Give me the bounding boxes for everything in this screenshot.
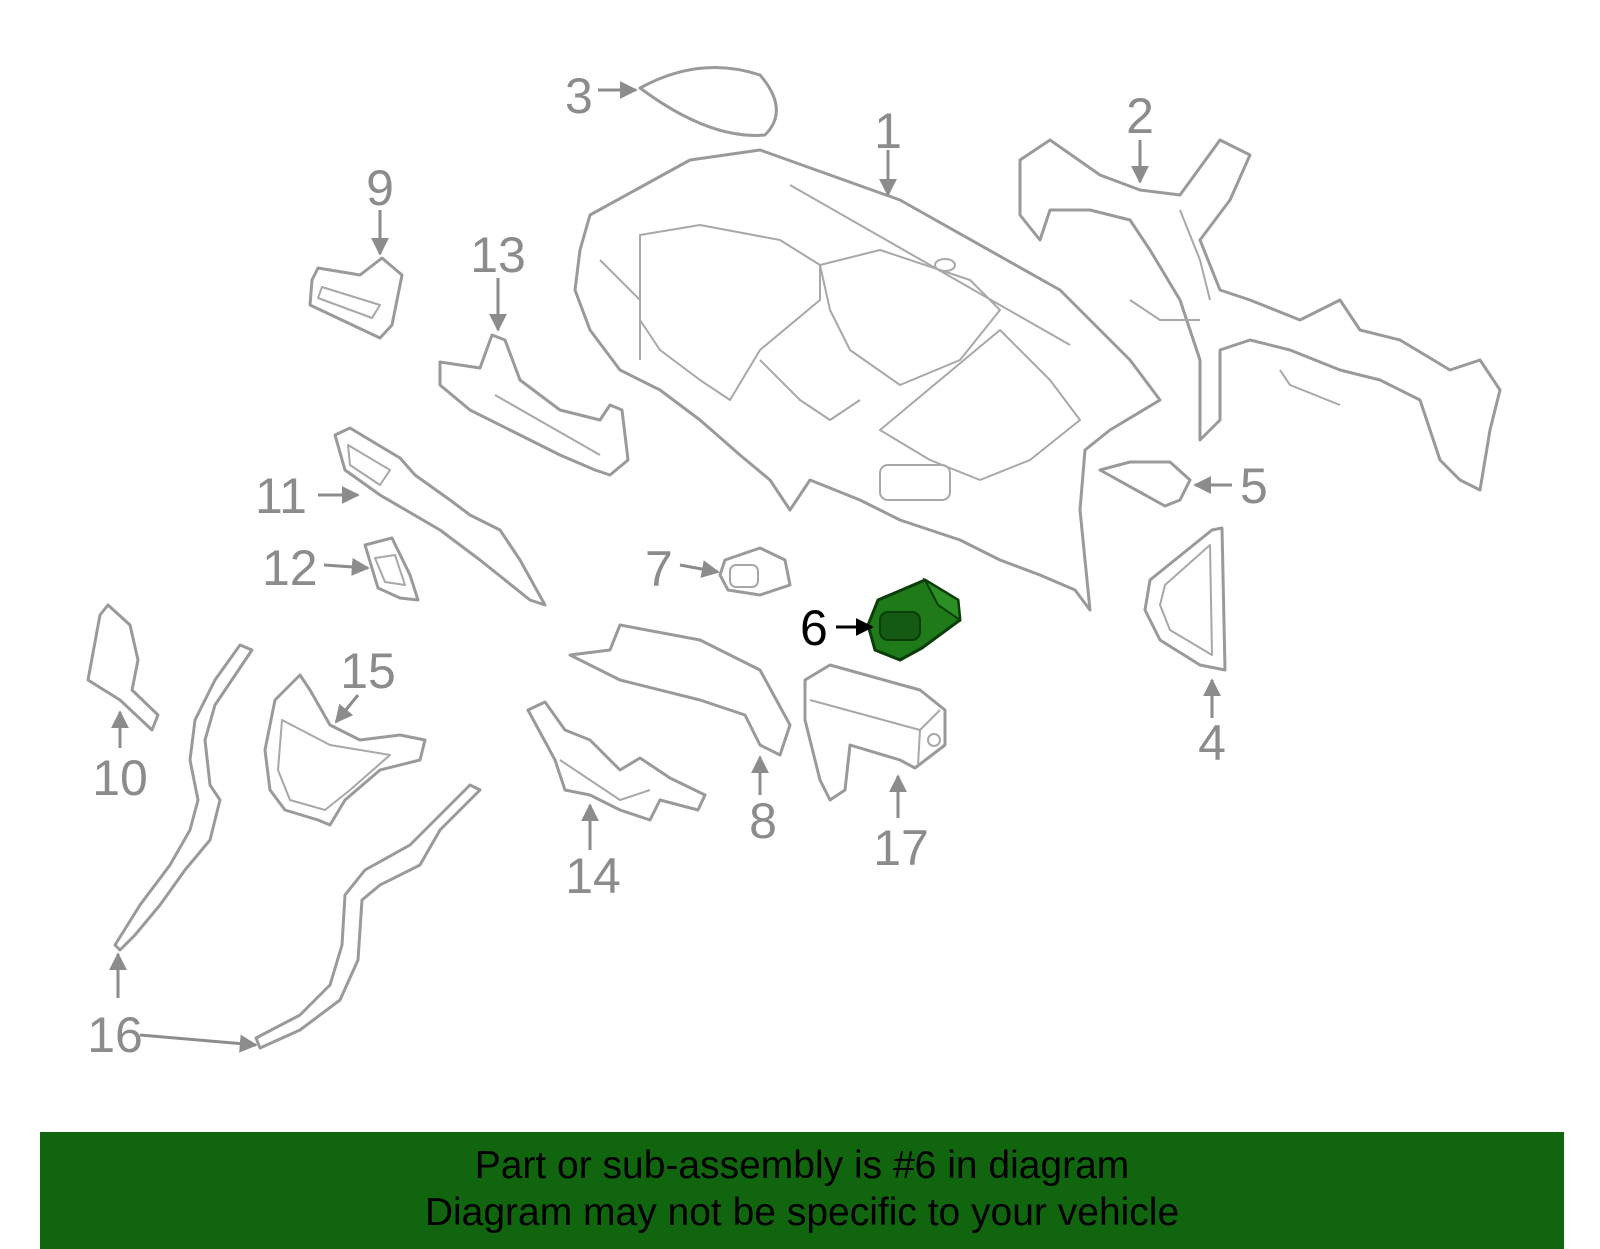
leader-12	[323, 557, 370, 576]
callout-9: 9	[366, 160, 394, 216]
callout-10: 10	[92, 750, 148, 806]
part-14-support-bracket	[526, 700, 707, 822]
info-banner: Part or sub-assembly is #6 in diagram Di…	[40, 1132, 1564, 1249]
part-13-lower-trim	[438, 333, 630, 477]
part-11-garnish	[333, 426, 547, 607]
part-1-instrument-panel	[573, 148, 1162, 612]
banner-line-part-info: Part or sub-assembly is #6 in diagram	[474, 1144, 1130, 1187]
part-17-airbag-module	[803, 663, 947, 802]
part-3-cover	[638, 66, 778, 137]
part-6-air-vent-highlighted	[866, 577, 962, 662]
callout-13: 13	[470, 227, 526, 283]
part-2-cross-car-beam	[1018, 138, 1502, 492]
part-16-side-trims	[113, 643, 482, 1050]
part-15-console-cover	[263, 673, 427, 827]
leader-16b	[139, 1033, 258, 1053]
callout-2: 2	[1126, 88, 1154, 144]
callout-3: 3	[565, 68, 593, 124]
part-10-bracket	[86, 603, 160, 732]
callout-4: 4	[1198, 715, 1226, 771]
callout-7: 7	[645, 541, 673, 597]
callout-17: 17	[873, 820, 929, 876]
callout-1: 1	[874, 103, 902, 159]
parts-diagram: 1 2 3 4 5 6 7 8	[86, 66, 1502, 1063]
callout-16: 16	[87, 1007, 143, 1063]
banner-line-disclaimer: Diagram may not be specific to your vehi…	[424, 1191, 1180, 1234]
part-5-pad	[1098, 460, 1192, 508]
callout-11: 11	[255, 468, 307, 524]
part-4-side-trim	[1143, 526, 1227, 672]
callout-5: 5	[1240, 458, 1268, 514]
part-7-vent	[718, 546, 792, 597]
leader-7	[679, 560, 720, 578]
part-9-bracket	[308, 256, 404, 340]
callout-6: 6	[800, 600, 828, 656]
leader-15	[334, 694, 360, 724]
callout-14: 14	[565, 848, 621, 904]
callout-15: 15	[340, 643, 396, 699]
part-8-lower-panel	[568, 623, 792, 757]
callout-12: 12	[262, 540, 318, 596]
part-12-panel	[363, 536, 420, 602]
callout-8: 8	[749, 793, 777, 849]
